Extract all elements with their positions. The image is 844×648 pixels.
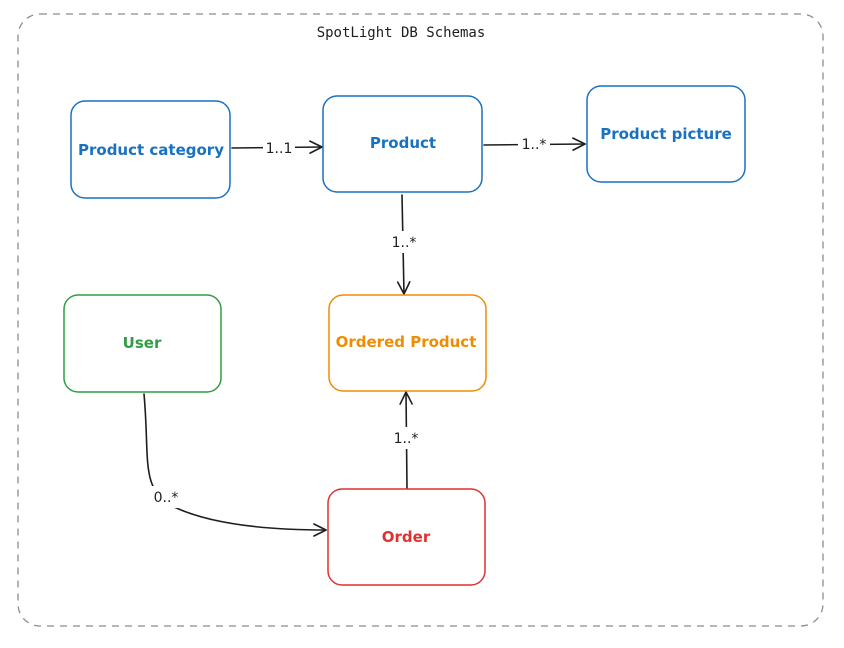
node-label: User (123, 334, 162, 352)
edge-label: 1..* (392, 235, 417, 251)
diagram-title: SpotLight DB Schemas (317, 25, 486, 41)
edge-order-to-ordered-product[interactable]: 1..* (390, 391, 422, 489)
node-product-category[interactable]: Product category (70, 100, 231, 199)
edge-label-bg (148, 486, 184, 508)
node-ordered-product[interactable]: Ordered Product (328, 294, 487, 392)
node-label: Product picture (600, 125, 732, 143)
edge-label: 0..* (154, 490, 179, 506)
node-box (328, 294, 487, 392)
edge-category-to-product[interactable]: 1..1 (231, 138, 323, 158)
edge-product-to-picture[interactable]: 1..* (483, 134, 586, 154)
edge-label-bg (388, 231, 420, 253)
edge-product-to-ordered-product[interactable]: 1..* (388, 194, 420, 295)
node-box (586, 85, 746, 183)
edge-line (143, 393, 327, 537)
node-product-picture[interactable]: Product picture (586, 85, 746, 183)
node-box (70, 100, 231, 199)
edge-label-bg (390, 427, 422, 449)
diagram-frame: SpotLight DB Schemas (17, 13, 824, 627)
node-product[interactable]: Product (322, 95, 483, 193)
edge-label: 1..* (522, 137, 547, 153)
node-label: Order (382, 528, 431, 546)
nodes: Product category Product Product picture… (63, 85, 746, 586)
node-label: Product category (78, 141, 224, 159)
edge-user-to-order[interactable]: 0..* (143, 393, 327, 537)
node-label: Ordered Product (336, 333, 477, 351)
frame-border (17, 13, 824, 627)
node-order[interactable]: Order (327, 488, 486, 586)
node-box (322, 95, 483, 193)
edge-label-bg (518, 134, 550, 154)
edge-label: 1..* (394, 431, 419, 447)
node-user[interactable]: User (63, 294, 222, 393)
node-box (63, 294, 222, 393)
edge-label: 1..1 (266, 141, 293, 157)
edge-label-bg (263, 138, 295, 158)
node-label: Product (370, 134, 436, 152)
node-box (327, 488, 486, 586)
edges: 1..1 1..* 1..* 1..* 0..* (143, 134, 586, 537)
